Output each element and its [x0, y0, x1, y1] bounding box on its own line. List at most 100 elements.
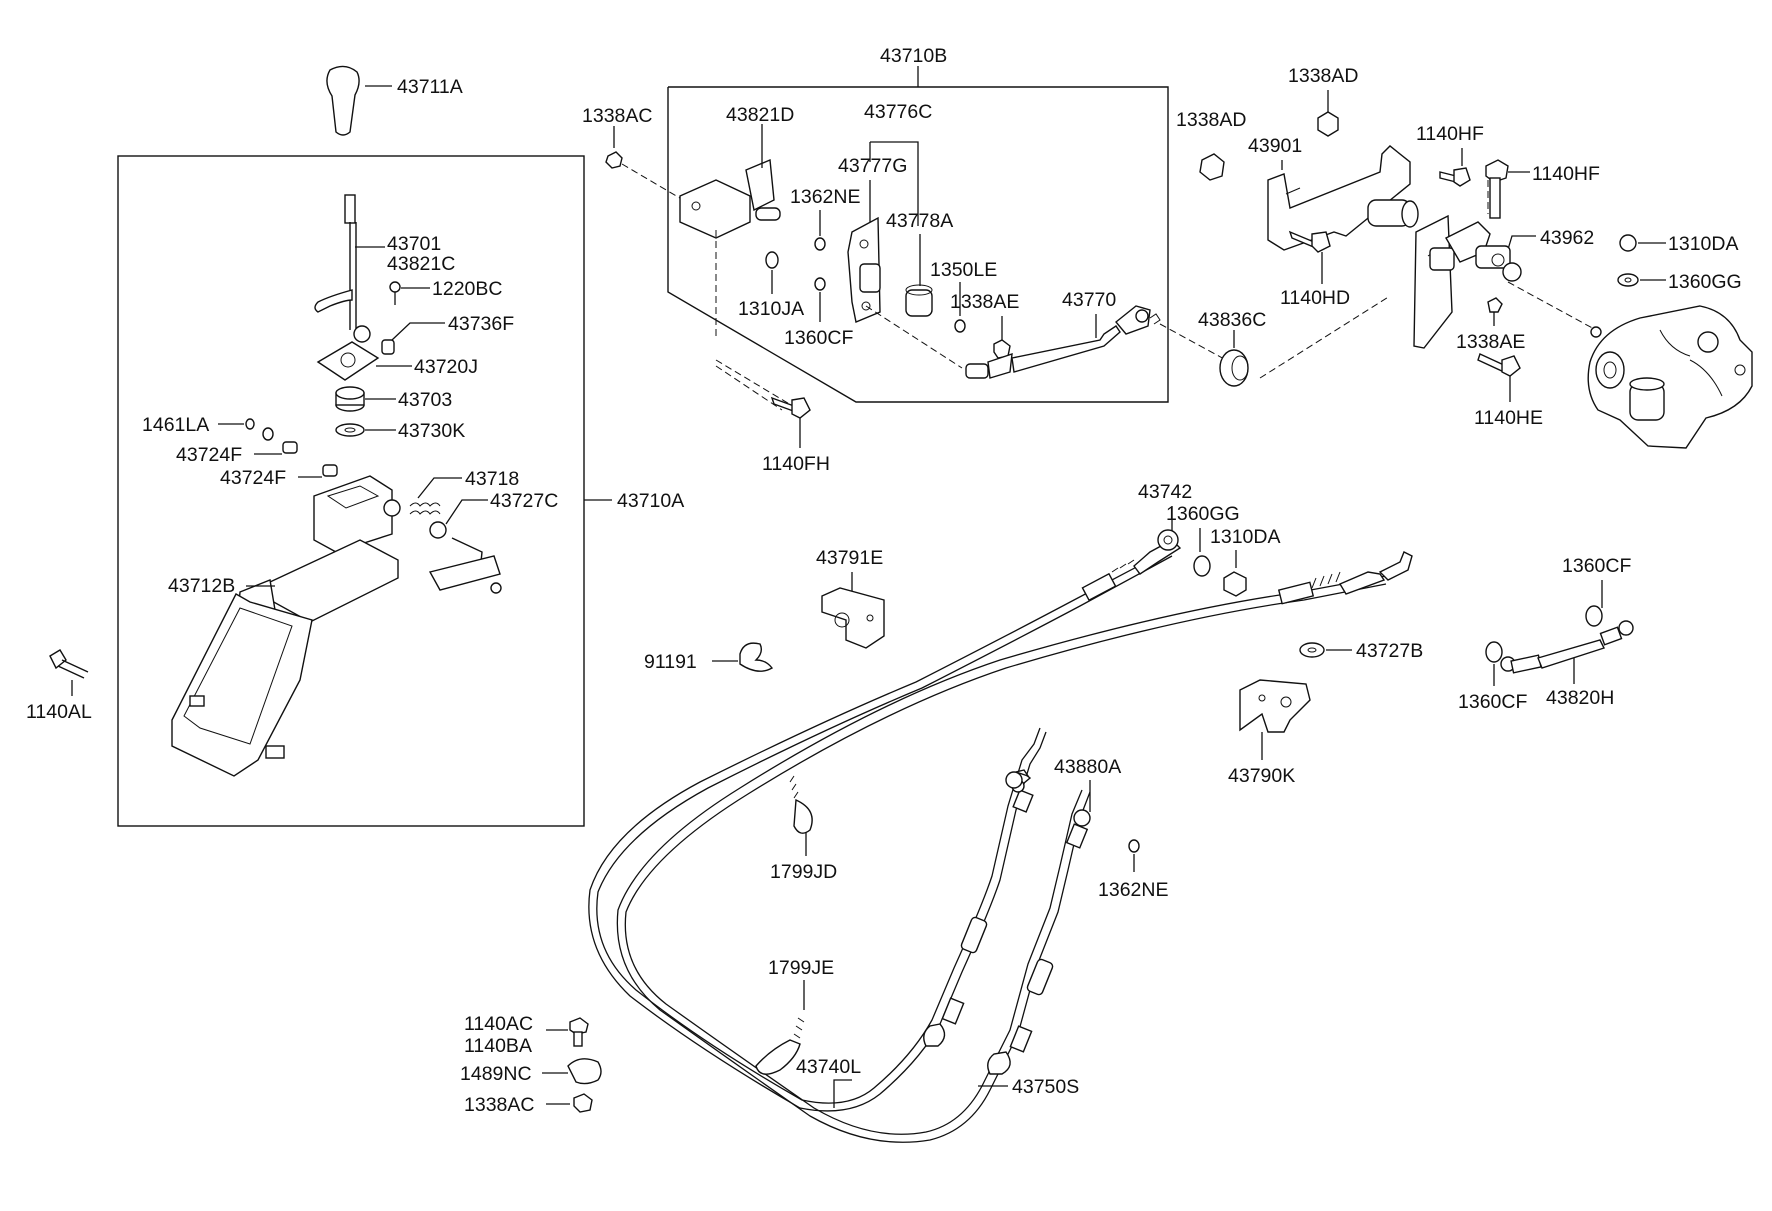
bolt-1140hd — [1288, 230, 1331, 284]
ring-1461la — [245, 418, 274, 441]
washer-43727b — [1299, 642, 1352, 658]
label-43720j: 43720J — [414, 356, 478, 378]
bracket-43901 — [1267, 145, 1419, 251]
nut-1310ja — [765, 251, 779, 269]
label-1338ae-top: 1338AE — [950, 291, 1019, 313]
joint-43962 — [1445, 221, 1522, 282]
label-43736f: 43736F — [448, 313, 514, 335]
label-1140hf-b: 1140HF — [1532, 163, 1600, 185]
ring-1350le — [954, 319, 966, 333]
label-43740l: 43740L — [796, 1056, 861, 1078]
bracket-43821d — [679, 124, 781, 239]
label-43777g: 43777G — [838, 155, 907, 177]
nut-1338ac-top — [605, 126, 623, 169]
bushing-43724f-a — [282, 441, 298, 454]
base-bracket — [171, 475, 401, 777]
label-43727b: 43727B — [1356, 640, 1423, 662]
label-43718: 43718 — [465, 468, 519, 490]
washer-43730k — [335, 423, 396, 437]
label-1362ne-mid: 1362NE — [1098, 879, 1168, 901]
bracket-43790k — [1239, 679, 1311, 760]
label-1461la: 1461LA — [142, 414, 209, 436]
bolt-1140hf-b — [1485, 159, 1530, 219]
label-1350le: 1350LE — [930, 259, 997, 281]
label-43710a: 43710A — [617, 490, 684, 512]
label-43778a: 43778A — [886, 210, 953, 232]
ring-1338ae-right — [1487, 297, 1503, 326]
clip-91191 — [739, 642, 774, 672]
label-43776c: 43776C — [864, 101, 932, 123]
nut-1310da-mid — [1223, 571, 1247, 597]
label-43710b: 43710B — [880, 45, 947, 67]
label-1338ac-bot: 1338AC — [464, 1094, 534, 1116]
cable-43742 — [616, 551, 1413, 1143]
label-91191: 91191 — [644, 651, 697, 673]
select-lever — [428, 537, 502, 594]
label-43880a: 43880A — [1054, 756, 1121, 778]
nut-1338ad-a — [1317, 111, 1339, 137]
bolt-1140fh — [715, 365, 811, 448]
label-43820h: 43820H — [1546, 687, 1614, 709]
ring-1362ne-top — [814, 237, 826, 251]
bushing-43703 — [335, 386, 396, 412]
bushing-43778a — [905, 284, 933, 317]
label-1360cf-r1: 1360CF — [1562, 555, 1631, 577]
washer-43727c — [429, 499, 488, 539]
label-43901: 43901 — [1248, 135, 1302, 157]
screw-1220bc — [389, 281, 430, 305]
label-43724f-b: 43724F — [220, 467, 286, 489]
rod-43820h — [1500, 620, 1634, 674]
label-1140ac: 1140AC — [464, 1013, 533, 1035]
nut-1310da-right — [1619, 234, 1666, 252]
label-1338ad-b: 1338AD — [1176, 109, 1246, 131]
label-43727c: 43727C — [490, 490, 558, 512]
label-43711a: 43711A — [397, 76, 463, 98]
bracket-43791e — [821, 587, 885, 649]
label-43730k: 43730K — [398, 420, 465, 442]
rod-43770 — [865, 305, 1161, 379]
washer-1360cf-top — [814, 277, 826, 291]
label-1360gg-right: 1360GG — [1668, 271, 1742, 293]
label-43821c: 43821C — [387, 253, 455, 275]
label-1360gg-mid: 1360GG — [1166, 503, 1240, 525]
shift-lever — [314, 194, 371, 343]
label-1360cf-top: 1360CF — [784, 327, 853, 349]
bolt-1140ac — [569, 1017, 589, 1047]
label-1310da-mid: 1310DA — [1210, 526, 1280, 548]
label-1310ja: 1310JA — [738, 298, 804, 320]
bushing-43736f — [381, 322, 445, 355]
tie-1799je — [755, 1017, 805, 1075]
label-1140hd: 1140HD — [1280, 287, 1350, 309]
washer-1360gg-right — [1617, 273, 1666, 287]
label-43962: 43962 — [1540, 227, 1594, 249]
label-1799je: 1799JE — [768, 957, 834, 979]
label-43712b: 43712B — [168, 575, 235, 597]
clamp-1489nc — [567, 1058, 602, 1085]
label-43724f-a: 43724F — [176, 444, 242, 466]
nut-43836c — [1219, 330, 1249, 387]
bolt-1140he — [1477, 353, 1521, 402]
label-43790k: 43790K — [1228, 765, 1295, 787]
label-1362ne-top: 1362NE — [790, 186, 860, 208]
tie-1799jd — [789, 775, 813, 856]
label-1140hf-a: 1140HF — [1416, 123, 1484, 145]
label-1489nc: 1489NC — [460, 1063, 532, 1085]
label-43836c: 43836C — [1198, 309, 1266, 331]
bolt-1140al — [49, 649, 89, 696]
ring-1362ne-mid — [1128, 839, 1140, 853]
label-43791e: 43791E — [816, 547, 883, 569]
label-43701: 43701 — [387, 233, 441, 255]
label-1338ac-top: 1338AC — [582, 105, 652, 127]
bushing-43724f-b — [322, 464, 338, 477]
label-1360cf-r2: 1360CF — [1458, 691, 1527, 713]
cable-end-right — [987, 809, 1091, 1075]
washer-1360cf-r2 — [1485, 641, 1503, 663]
bracket-lever — [1413, 214, 1455, 349]
label-1140he: 1140HE — [1474, 407, 1543, 429]
label-1140al: 1140AL — [26, 701, 92, 723]
label-1338ae-right: 1338AE — [1456, 331, 1525, 353]
plate-43720j — [316, 341, 412, 381]
nut-1338ad-b — [1199, 153, 1225, 181]
shift-knob — [326, 65, 392, 136]
